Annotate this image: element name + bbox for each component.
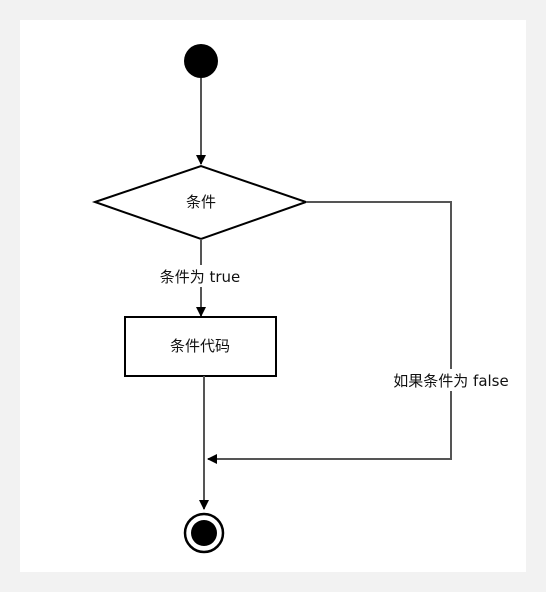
process-node (124, 316, 277, 377)
true-label-bg (148, 265, 252, 287)
diagram-card (20, 20, 526, 572)
end-node-core (191, 520, 217, 546)
decision-label: 条件 (186, 193, 216, 211)
start-node (184, 44, 218, 78)
process-label: 条件代码 (170, 337, 230, 355)
true-label: 条件为 true (160, 268, 241, 286)
false-label-bg (380, 369, 518, 391)
false-label: 如果条件为 false (393, 372, 508, 390)
edge-false (207, 201, 452, 464)
